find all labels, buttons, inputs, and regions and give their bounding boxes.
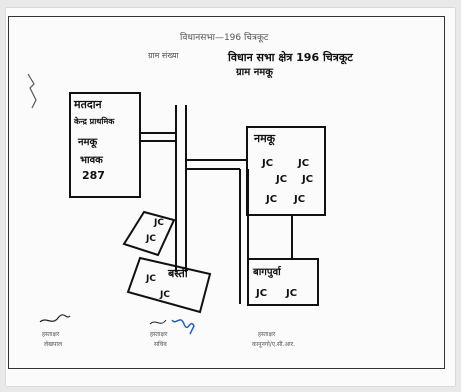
namku-label: नमकू — [254, 132, 276, 145]
basti-label: बस्ती — [168, 267, 188, 280]
namku-box — [246, 126, 326, 216]
left-houses-symbol-1: JC — [154, 218, 164, 228]
footer-right-role-1: हस्ताक्षर — [258, 331, 276, 338]
left-houses-symbol-2: JC — [146, 234, 156, 244]
namku-symbol-2: JC — [298, 158, 310, 169]
polling-booth-line-4: भावक — [80, 155, 103, 166]
footer-left-role-2: लेखपाल — [44, 341, 63, 348]
polling-booth-line-3: नमकू — [78, 137, 98, 148]
namku-symbol-1: JC — [262, 158, 274, 169]
namku-symbol-5: JC — [266, 194, 278, 205]
polling-booth-line-1: मतदान — [74, 98, 102, 111]
bagpurwa-label: बागपुर्वा — [253, 267, 281, 278]
printed-place-label: ग्राम संख्या — [148, 51, 179, 60]
polling-booth-line-2: केन्द्र प्राथमिक — [74, 117, 115, 126]
polling-booth-box — [69, 92, 141, 198]
polling-booth-line-5: 287 — [82, 169, 105, 182]
printed-title: विधानसभा—196 चित्रकूट — [180, 33, 269, 43]
bagpurwa-box — [247, 258, 319, 306]
namku-symbol-4: JC — [302, 174, 314, 185]
basti-symbol-1: JC — [146, 274, 156, 284]
footer-right-role-2: कानूनगो/ए.सी.आर. — [252, 341, 296, 348]
handwritten-subtitle: ग्राम नमकू — [236, 67, 273, 78]
footer-middle-role-1: हस्ताक्षर — [150, 331, 168, 338]
bagpurwa-symbol-1: JC — [256, 288, 268, 299]
basti-symbol-2: JC — [160, 290, 170, 300]
handwritten-title: विधान सभा क्षेत्र 196 चित्रकूट — [228, 51, 353, 64]
footer-middle-role-2: सचिव — [154, 341, 167, 348]
footer-left-role-1: हस्ताक्षर — [42, 331, 60, 338]
map-frame — [8, 16, 445, 369]
bagpurwa-symbol-2: JC — [286, 288, 298, 299]
namku-symbol-6: JC — [294, 194, 306, 205]
namku-symbol-3: JC — [276, 174, 288, 185]
